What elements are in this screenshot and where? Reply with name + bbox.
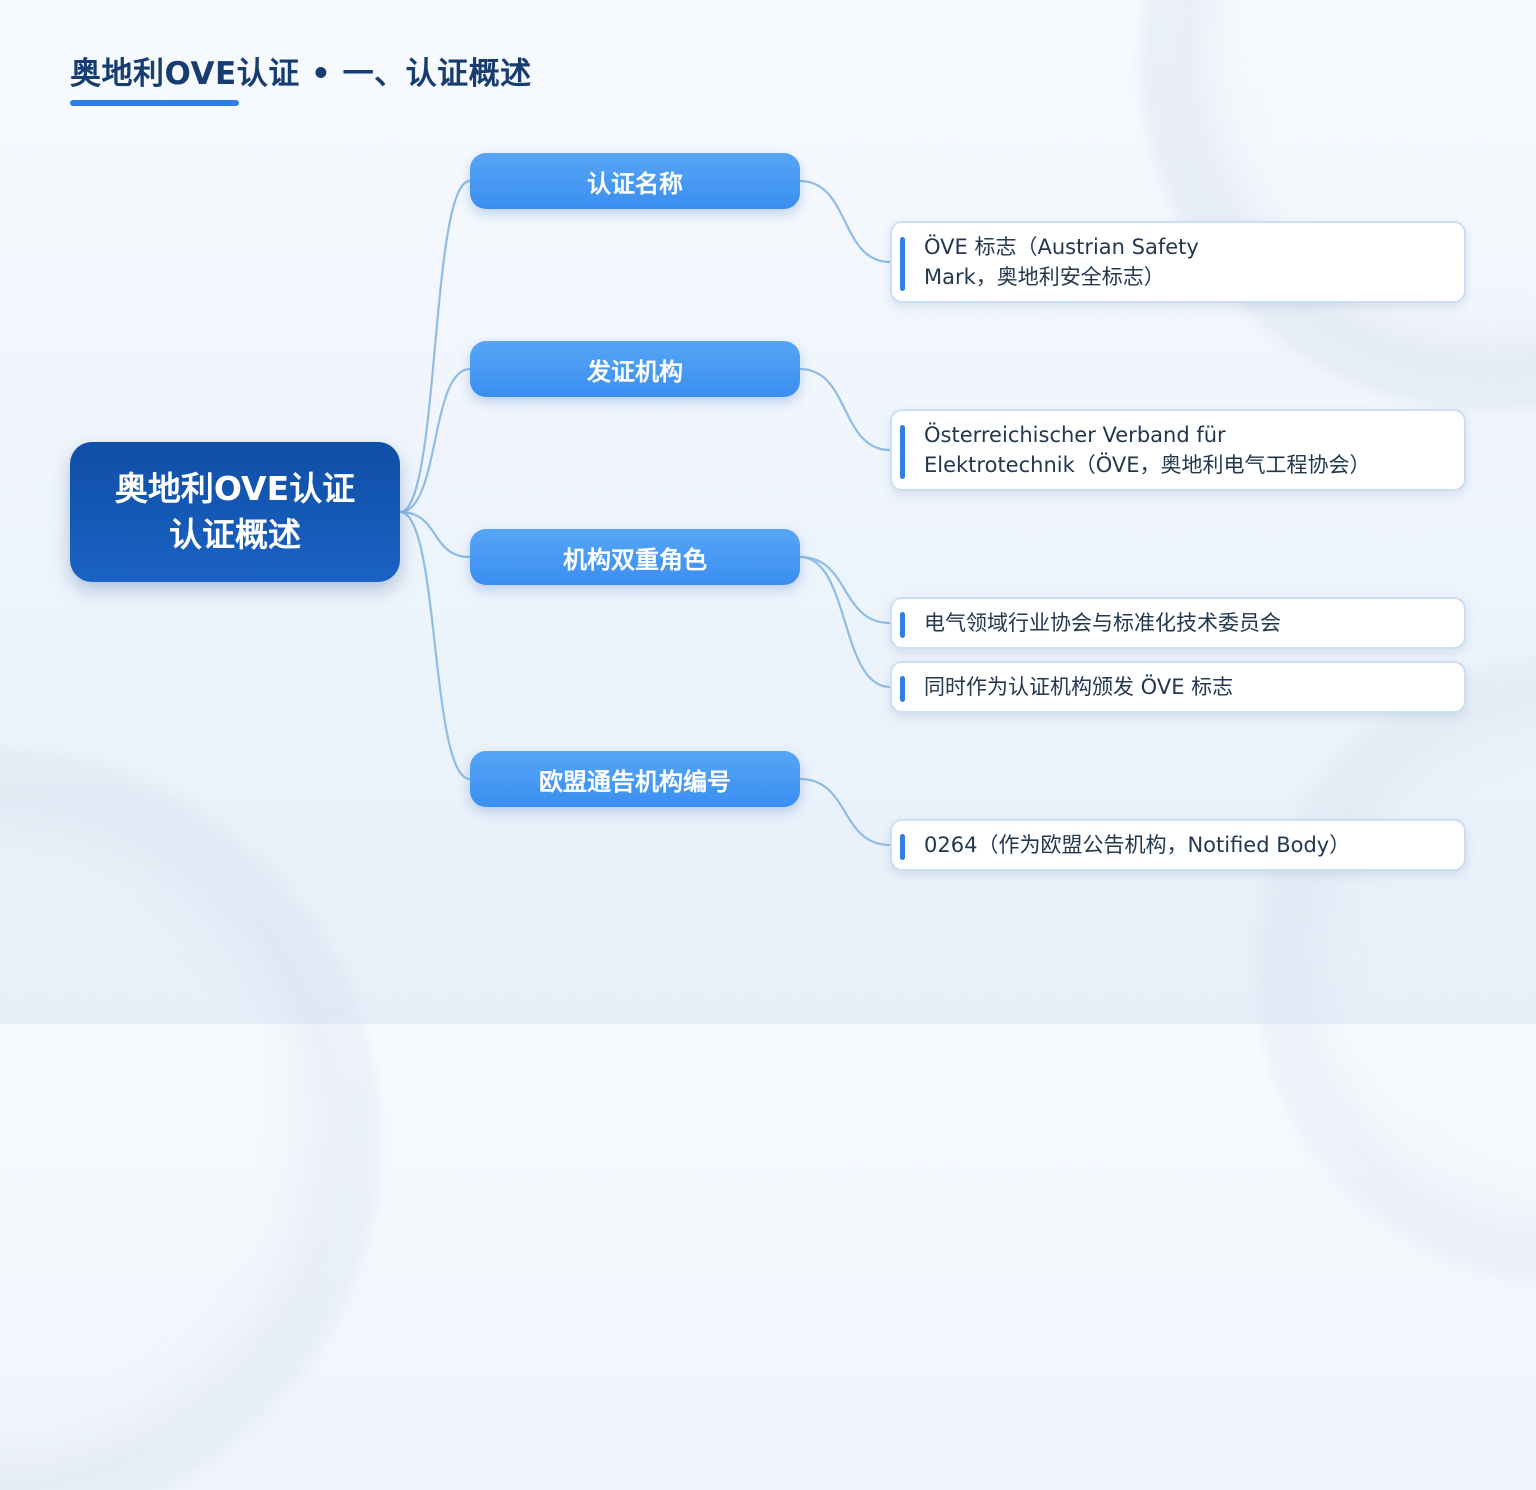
leaf-card-certification-body: 同时作为认证机构颁发 ÖVE 标志 [890,661,1466,713]
connector-root-to-branch-2 [399,510,471,559]
root-node-line1: 奥地利OVE认证 [114,469,356,508]
title-underline [70,100,239,106]
connector-root-to-branch-3 [399,510,471,781]
leaf-card-industry-association: 电气领域行业协会与标准化技术委员会 [890,597,1466,649]
leaf-card-ove-association: Österreichischer Verband für Elektrotech… [890,409,1466,491]
leaf-card-notified-body-number: 0264（作为欧盟公告机构，Notified Body） [890,819,1466,871]
connector-root-to-branch-0 [399,179,471,514]
connector-branch-2-to-leaf-2 [799,555,891,625]
leaf-accent-bar [900,612,905,638]
connector-root-to-branch-1 [399,367,471,514]
leaf-text-line: Österreichischer Verband für [924,423,1226,447]
branch-node-certification-name: 认证名称 [470,153,800,209]
branch-node-issuing-body: 发证机构 [470,341,800,397]
leaf-accent-bar [900,676,905,702]
root-node-line2: 认证概述 [169,515,301,554]
leaf-accent-bar [900,237,905,291]
leaf-text-line: 电气领域行业协会与标准化技术委员会 [924,611,1281,635]
background-ring-decoration [0,790,340,1490]
leaf-text-line: ÖVE 标志（Austrian Safety [924,235,1199,259]
branch-node-dual-role: 机构双重角色 [470,529,800,585]
root-node: 奥地利OVE认证 认证概述 [70,442,400,582]
leaf-text-line: Mark，奥地利安全标志） [924,265,1165,289]
connector-branch-0-to-leaf-0 [799,179,891,264]
background-ring-decoration [1180,0,1536,370]
leaf-accent-bar [900,425,905,479]
connector-branch-3-to-leaf-4 [799,777,891,847]
page-title: 奥地利OVE认证 • 一、认证概述 [70,56,532,92]
leaf-text-line: Elektrotechnik（ÖVE，奥地利电气工程协会） [924,453,1371,477]
leaf-card-ove-mark: ÖVE 标志（Austrian Safety Mark，奥地利安全标志） [890,221,1466,303]
connector-branch-1-to-leaf-1 [799,367,891,452]
background-ring-decoration [1290,690,1536,1250]
branch-node-notified-body-number: 欧盟通告机构编号 [470,751,800,807]
leaf-text-line: 0264（作为欧盟公告机构，Notified Body） [924,833,1351,857]
leaf-accent-bar [900,834,905,860]
connector-branch-2-to-leaf-3 [799,555,891,689]
leaf-text-line: 同时作为认证机构颁发 ÖVE 标志 [924,675,1234,699]
